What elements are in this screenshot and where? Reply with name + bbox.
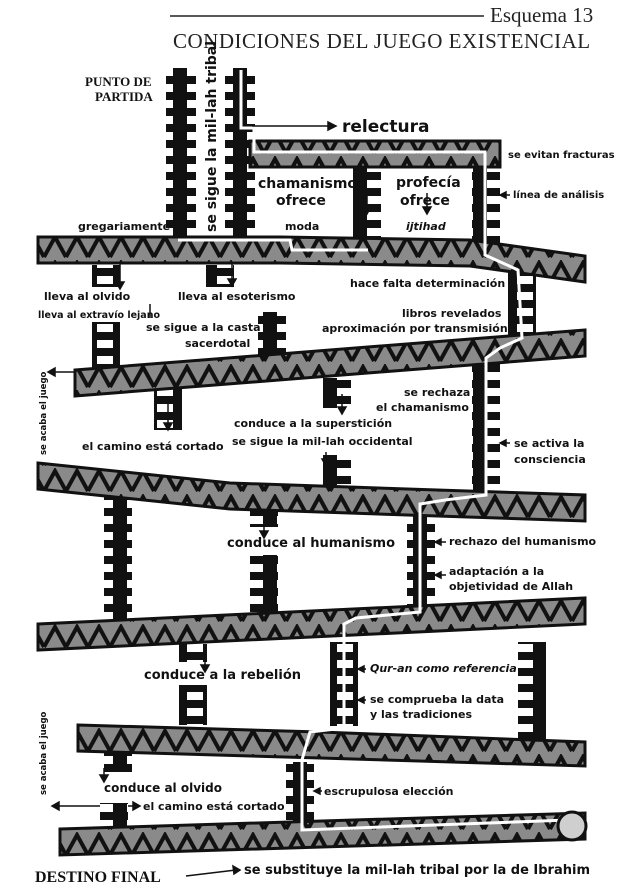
label-activa-1: se activa la (514, 437, 584, 450)
platform-5 (76, 723, 587, 768)
ladder-casta (258, 312, 286, 360)
label-humanismo: conduce al humanismo (227, 536, 395, 551)
label-se-acaba-2: se acaba el juego (39, 711, 49, 795)
label-casta-1: se sigue a la casta (146, 321, 261, 334)
ladder-start-left (166, 68, 196, 240)
label-lleva-esoterismo: lleva al esoterismo (178, 290, 296, 303)
label-destino: DESTINO FINAL (35, 869, 161, 886)
goal-circle (556, 810, 588, 842)
label-casta-2: sacerdotal (185, 337, 250, 350)
platform-1 (36, 235, 587, 284)
ladder-rebelion (179, 685, 207, 725)
scheme-number: Esquema 13 (490, 3, 593, 27)
platform-top (248, 139, 502, 169)
progress-path (239, 70, 569, 832)
label-comprueba-1: se comprueba la data (370, 693, 504, 706)
platform-6 (58, 811, 587, 857)
label-libros-revelados: libros revelados (402, 307, 502, 320)
label-rechaza-2: el chamanismo (376, 401, 469, 414)
ladder-escrupulosa (286, 762, 314, 828)
platforms (36, 139, 587, 857)
label-chamanismo-1: chamanismo (258, 176, 357, 192)
label-chamanismo-2: ofrece (276, 193, 326, 209)
label-hace-falta: hace falta determinación (350, 277, 505, 290)
label-rechaza-1: se rechaza (404, 386, 470, 399)
ladder-tradiciones (518, 642, 546, 740)
label-aproximacion: aproximación por transmisión (322, 322, 508, 335)
label-rechazo-humanismo: rechazo del humanismo (449, 535, 597, 548)
label-rebelion: conduce a la rebelión (144, 668, 301, 683)
label-profecia-2: ofrece (400, 193, 450, 209)
label-substituye: se substituye la mil-lah tribal por la d… (244, 863, 590, 878)
platform-2 (73, 328, 587, 398)
label-extravio: lleva al extravío lejano (38, 310, 160, 321)
ladder-rebelion-stub (179, 644, 207, 662)
ladder-olvido (92, 265, 120, 287)
ladder-supersticion (323, 378, 351, 408)
platform-4 (36, 596, 587, 652)
label-olvido-2: conduce al olvido (104, 781, 222, 795)
label-profecia-1: profecía (396, 175, 461, 191)
diagram-title: CONDICIONES DEL JUEGO EXISTENCIAL (173, 29, 591, 53)
arrows (46, 120, 510, 877)
label-adaptacion-1: adaptación a la (449, 565, 544, 578)
label-tribal-vertical: se sigue la mil-lah tribal (204, 41, 220, 232)
ladder-cortado-2 (100, 803, 128, 829)
label-linea-analisis: línea de análisis (513, 189, 604, 201)
label-supersticion: conduce a la superstición (234, 417, 392, 430)
label-lleva-olvido: lleva al olvido (44, 290, 131, 303)
label-comprueba-2: y las tradiciones (370, 708, 472, 721)
label-activa-2: consciencia (514, 453, 586, 466)
label-camino-cortado-1: el camino está cortado (82, 440, 224, 453)
label-occidental: se sigue la mil-lah occidental (232, 435, 413, 448)
label-ijtihad: ijtihad (406, 220, 446, 233)
platform-3 (36, 461, 587, 523)
label-evitan-fracturas: se evitan fracturas (508, 150, 615, 161)
label-camino-cortado-2: el camino está cortado (143, 800, 285, 813)
label-quran: Qur-an como referencia (370, 662, 517, 675)
label-gregariamente: gregariamente (78, 220, 170, 233)
ladder-esoterismo (206, 265, 234, 287)
label-moda: moda (285, 220, 319, 233)
ladder-extravio (92, 322, 120, 372)
label-start-2: PARTIDA (95, 89, 153, 104)
path-branch-left (178, 238, 368, 252)
ladder-left-mid (104, 494, 132, 624)
label-escrupulosa: escrupulosa elección (324, 785, 454, 798)
label-relectura: relectura (342, 117, 429, 137)
label-start-1: PUNTO DE (85, 74, 152, 89)
label-se-acaba-1: se acaba el juego (39, 371, 49, 455)
label-adaptacion-2: objetividad de Allah (449, 580, 573, 593)
